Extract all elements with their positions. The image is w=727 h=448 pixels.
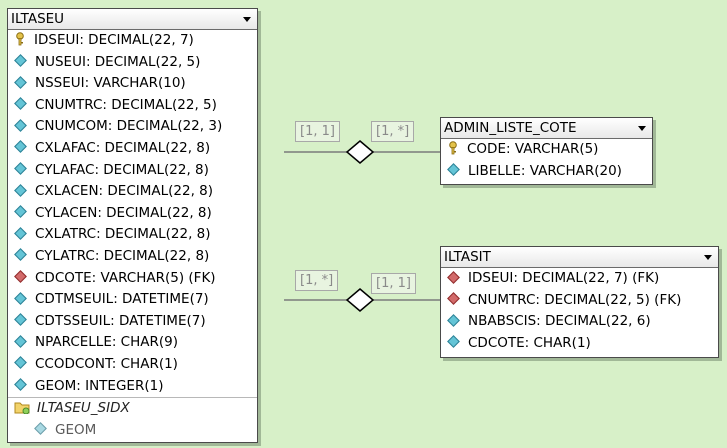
column-icon xyxy=(14,356,27,370)
column-icon xyxy=(14,313,27,327)
field-label: CNUMCOM: DECIMAL(22, 3) xyxy=(35,118,223,135)
column-row[interactable]: NBABSCIS: DECIMAL(22, 6) xyxy=(441,311,718,333)
field-label: NUSEUI: DECIMAL(22, 5) xyxy=(35,53,201,70)
cardinality-rel1-left: [1, 1] xyxy=(295,121,340,142)
column-row[interactable]: NUSEUI: DECIMAL(22, 5) xyxy=(8,52,257,74)
column-row[interactable]: CYLACEN: DECIMAL(22, 8) xyxy=(8,203,257,225)
relationship-diamond-iltasit xyxy=(345,288,375,312)
column-icon xyxy=(14,75,27,89)
cardinality-rel2-left: [1, *] xyxy=(295,270,339,291)
index-name: ILTASEU_SIDX xyxy=(37,400,130,417)
chevron-down-icon[interactable] xyxy=(638,126,646,131)
field-label: CDCOTE: VARCHAR(5) (FK) xyxy=(35,269,216,286)
column-row[interactable]: CYLATRC: DECIMAL(22, 8) xyxy=(8,246,257,268)
column-row[interactable]: CXLAFAC: DECIMAL(22, 8) xyxy=(8,138,257,160)
chevron-down-icon[interactable] xyxy=(243,17,251,22)
column-icon xyxy=(14,54,27,67)
field-label: CYLAFAC: DECIMAL(22, 8) xyxy=(35,161,209,178)
column-icon xyxy=(14,97,27,111)
index-column-row[interactable]: GEOM xyxy=(8,420,257,442)
field-label: NSSEUI: VARCHAR(10) xyxy=(35,75,186,92)
column-row[interactable]: CNUMTRC: DECIMAL(22, 5) xyxy=(8,95,257,117)
column-row[interactable]: CDTSSEUIL: DATETIME(7) xyxy=(8,311,257,333)
foreign-key-row[interactable]: CNUMTRC: DECIMAL(22, 5) (FK) xyxy=(441,290,718,312)
field-list: IDSEUI: DECIMAL(22, 7) (FK) CNUMTRC: DECI… xyxy=(441,268,718,354)
column-icon xyxy=(447,313,460,327)
column-icon xyxy=(14,162,27,175)
column-icon xyxy=(14,334,27,348)
table-header[interactable]: ADMIN_LISTE_COTE xyxy=(441,118,652,139)
relationship-diamond-admin-liste-cote xyxy=(345,140,375,164)
table-title: ADMIN_LISTE_COTE xyxy=(444,120,577,136)
column-row[interactable]: NSSEUI: VARCHAR(10) xyxy=(8,73,257,95)
column-row[interactable]: CXLACEN: DECIMAL(22, 8) xyxy=(8,181,257,203)
field-label: CDTSSEUIL: DATETIME(7) xyxy=(35,312,206,329)
key-icon xyxy=(449,141,457,155)
table-header[interactable]: ILTASEU xyxy=(8,9,257,30)
column-icon xyxy=(34,422,47,436)
field-label: CCODCONT: CHAR(1) xyxy=(35,355,178,372)
foreign-key-icon xyxy=(447,270,460,284)
foreign-key-icon xyxy=(447,292,460,305)
field-label: CDTMSEUIL: DATETIME(7) xyxy=(35,291,209,308)
primary-key-row[interactable]: CODE: VARCHAR(5) xyxy=(441,139,652,161)
table-header[interactable]: ILTASIT xyxy=(441,247,718,268)
key-icon xyxy=(16,32,24,46)
column-icon xyxy=(14,378,27,391)
column-row[interactable]: GEOM: INTEGER(1) xyxy=(8,376,257,398)
field-label: CYLATRC: DECIMAL(22, 8) xyxy=(35,247,210,264)
foreign-key-row[interactable]: IDSEUI: DECIMAL(22, 7) (FK) xyxy=(441,268,718,290)
field-label: NPARCELLE: CHAR(9) xyxy=(35,334,179,351)
primary-key-row[interactable]: IDSEUI: DECIMAL(22, 7) xyxy=(8,30,257,52)
field-label: CNUMTRC: DECIMAL(22, 5) xyxy=(35,96,217,113)
foreign-key-row[interactable]: CDCOTE: VARCHAR(5) (FK) xyxy=(8,268,257,290)
field-label: IDSEUI: DECIMAL(22, 7) xyxy=(34,32,194,48)
field-label: NBABSCIS: DECIMAL(22, 6) xyxy=(468,313,651,330)
column-icon xyxy=(14,248,27,262)
column-row[interactable]: CDTMSEUIL: DATETIME(7) xyxy=(8,289,257,311)
field-label: IDSEUI: DECIMAL(22, 7) (FK) xyxy=(468,270,660,286)
column-icon xyxy=(14,226,27,240)
field-label: CXLACEN: DECIMAL(22, 8) xyxy=(35,183,214,200)
column-row[interactable]: CXLATRC: DECIMAL(22, 8) xyxy=(8,224,257,246)
foreign-key-icon xyxy=(14,270,27,283)
chevron-down-icon[interactable] xyxy=(704,255,712,260)
field-label: CODE: VARCHAR(5) xyxy=(467,141,599,157)
column-row[interactable]: NPARCELLE: CHAR(9) xyxy=(8,332,257,354)
table-iltasit[interactable]: ILTASIT IDSEUI: DECIMAL(22, 7) (FK) CNUMT… xyxy=(440,246,719,358)
index-column-label: GEOM xyxy=(55,421,97,438)
field-label: CDCOTE: CHAR(1) xyxy=(468,334,591,351)
column-icon xyxy=(447,335,460,349)
field-label: LIBELLE: VARCHAR(20) xyxy=(468,162,622,179)
column-icon xyxy=(14,183,27,197)
field-label: CXLAFAC: DECIMAL(22, 8) xyxy=(35,139,211,156)
field-label: CNUMTRC: DECIMAL(22, 5) (FK) xyxy=(468,291,682,308)
table-iltaseu[interactable]: ILTASEU IDSEUI: DECIMAL(22, 7) NUSEUI: DE… xyxy=(7,8,258,443)
field-label: CXLATRC: DECIMAL(22, 8) xyxy=(35,226,211,243)
table-admin-liste-cote[interactable]: ADMIN_LISTE_COTE CODE: VARCHAR(5) LIBELLE… xyxy=(440,117,653,185)
column-icon xyxy=(14,140,27,154)
cardinality-rel1-right: [1, *] xyxy=(371,121,415,142)
column-icon xyxy=(14,119,27,132)
column-row[interactable]: CYLAFAC: DECIMAL(22, 8) xyxy=(8,160,257,182)
field-label: CYLACEN: DECIMAL(22, 8) xyxy=(35,204,212,221)
column-row[interactable]: CDCOTE: CHAR(1) xyxy=(441,333,718,355)
cardinality-rel2-right: [1, 1] xyxy=(371,273,416,294)
column-icon xyxy=(14,205,27,219)
index-folder-icon xyxy=(14,402,30,415)
field-list: IDSEUI: DECIMAL(22, 7) NUSEUI: DECIMAL(22… xyxy=(8,30,257,397)
table-title: ILTASEU xyxy=(11,11,65,27)
column-row[interactable]: CNUMCOM: DECIMAL(22, 3) xyxy=(8,116,257,138)
field-list: CODE: VARCHAR(5) LIBELLE: VARCHAR(20) xyxy=(441,139,652,182)
field-label: GEOM: INTEGER(1) xyxy=(35,377,164,394)
table-title: ILTASIT xyxy=(444,249,491,265)
column-row[interactable]: LIBELLE: VARCHAR(20) xyxy=(441,161,652,183)
column-icon xyxy=(447,163,460,176)
column-icon xyxy=(14,291,27,305)
index-row[interactable]: ILTASEU_SIDX xyxy=(8,397,257,420)
column-row[interactable]: CCODCONT: CHAR(1) xyxy=(8,354,257,376)
